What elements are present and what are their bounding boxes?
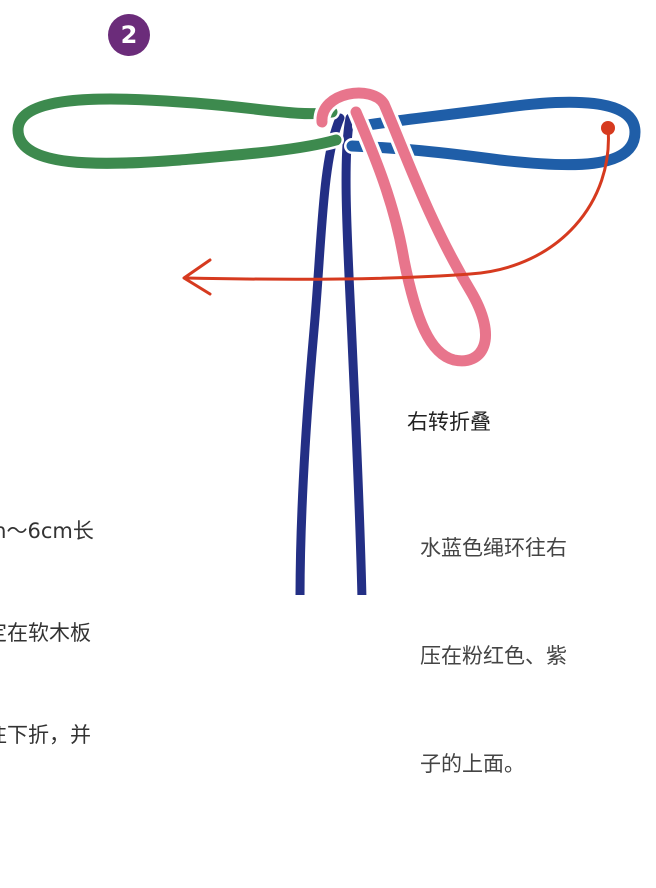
direction-arrow (182, 121, 615, 296)
blue-loop (344, 94, 644, 173)
right-caption-line: 水蓝色绳环往右 (420, 536, 567, 560)
navy-cord-right-fill (341, 113, 367, 595)
left-caption-line: m～6cm长 (0, 519, 94, 543)
step-number-badge: 2 (108, 14, 150, 56)
left-caption: m～6cm长 定在软木板 往下折，并 。 (0, 446, 161, 888)
knot-diagram (9, 84, 644, 595)
right-caption: 水蓝色绳环往右 压在粉红色、紫 子的上面。 (420, 458, 656, 818)
left-caption-line: 。 (0, 820, 161, 854)
pink-loop (313, 84, 494, 370)
green-loop (9, 91, 344, 172)
left-caption-line: 定在软木板 (0, 621, 91, 645)
arrow-start-dot (601, 121, 615, 135)
left-caption-line: 往下折，并 (0, 723, 91, 747)
navy-cord-left (293, 111, 347, 595)
right-caption-line: 压在粉红色、紫 (420, 644, 567, 668)
navy-cord-pair (293, 111, 369, 595)
right-caption-line: 子的上面。 (420, 752, 525, 776)
step-title: 右转折叠 (407, 410, 491, 434)
navy-cord-left-fill (295, 113, 345, 595)
